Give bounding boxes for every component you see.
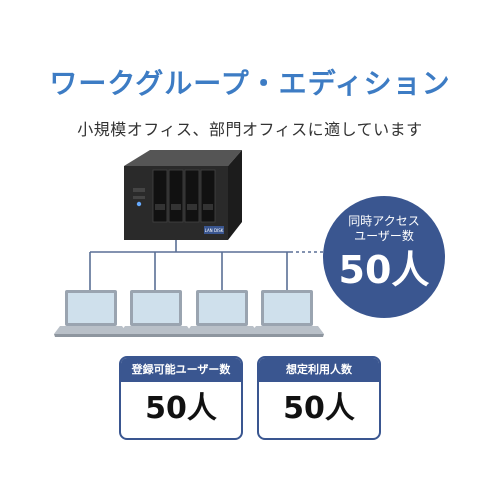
nas-device: LAN DISK bbox=[124, 150, 242, 240]
drive-bays bbox=[152, 169, 216, 223]
device-badge: LAN DISK bbox=[205, 228, 224, 233]
concurrent-users-bubble: 同時アクセス ユーザー数 50人 bbox=[323, 196, 445, 318]
concurrent-users-value: 50人 bbox=[338, 248, 430, 292]
expected-users-value: 50人 bbox=[283, 391, 355, 426]
laptop-icon bbox=[54, 290, 128, 337]
network-lines bbox=[89, 240, 330, 290]
expected-users-card: 想定利用人数 50人 bbox=[257, 356, 381, 440]
laptop-icon bbox=[250, 290, 324, 337]
power-button bbox=[136, 201, 142, 207]
expected-users-label: 想定利用人数 bbox=[259, 358, 379, 382]
laptop-icon bbox=[119, 290, 193, 337]
laptop-icon bbox=[185, 290, 259, 337]
registered-users-card: 登録可能ユーザー数 50人 bbox=[119, 356, 243, 440]
registered-users-label: 登録可能ユーザー数 bbox=[121, 358, 241, 382]
concurrent-users-label: 同時アクセス ユーザー数 bbox=[348, 214, 420, 243]
page-title: ワークグループ・エディション bbox=[49, 67, 451, 100]
registered-users-value: 50人 bbox=[145, 391, 217, 426]
laptops bbox=[54, 290, 324, 337]
page-subtitle: 小規模オフィス、部門オフィスに適しています bbox=[77, 120, 423, 139]
